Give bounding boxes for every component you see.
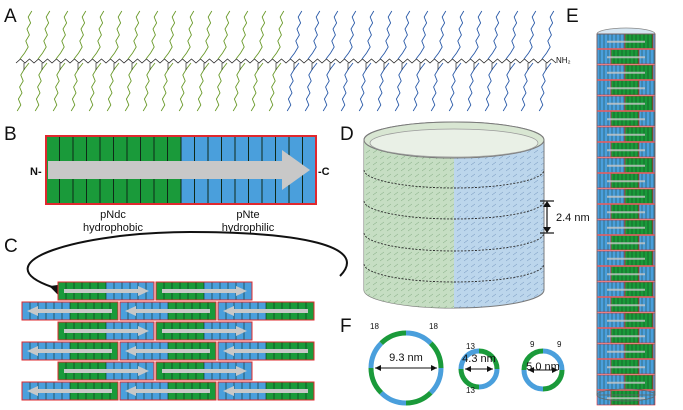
direction-arrow (48, 150, 310, 190)
hydrophobic-label: hydrophobic (83, 222, 143, 234)
spacing-label: 2.4 nm (556, 212, 590, 224)
block-outline (45, 135, 317, 205)
pnte-label: pNte (236, 209, 259, 221)
ring1-count-right: 18 (429, 322, 438, 331)
ring2-diameter: 4.3 nm (462, 353, 496, 365)
hydrophilic-label: hydrophilic (222, 222, 275, 234)
layer-bands (363, 169, 545, 283)
peptoid-chain (15, 10, 557, 112)
ring1-count-left: 18 (370, 322, 379, 331)
c-terminus-label: NH₂ (556, 56, 571, 65)
diblock-schematic (45, 135, 317, 205)
ring3-count-right: 9 (557, 340, 562, 349)
panel-e-label: E (566, 6, 579, 27)
rotation-arrow (26, 230, 348, 298)
ring1-diameter: 9.3 nm (389, 352, 423, 364)
panel-c-label: C (4, 236, 18, 257)
c-terminus-end-label: -C (318, 166, 330, 178)
n-terminus-label: N- (30, 166, 42, 178)
panel-a-label: A (4, 6, 17, 27)
stacked-rows (21, 281, 315, 401)
pndc-label: pNdc (100, 209, 126, 221)
panel-d-label: D (340, 124, 354, 145)
nanotube-column (596, 27, 656, 406)
ring2-count-bottom: 13 (466, 386, 475, 395)
ring-diameters (368, 330, 565, 406)
panel-b-label: B (4, 124, 17, 145)
nanotube-ring (363, 121, 545, 309)
ring2-count-top: 13 (466, 342, 475, 351)
spacing-marker (540, 200, 554, 234)
ring3-count-left: 9 (530, 340, 535, 349)
ring3-diameter: 5.0 nm (526, 361, 560, 373)
panel-f-label: F (340, 316, 352, 337)
